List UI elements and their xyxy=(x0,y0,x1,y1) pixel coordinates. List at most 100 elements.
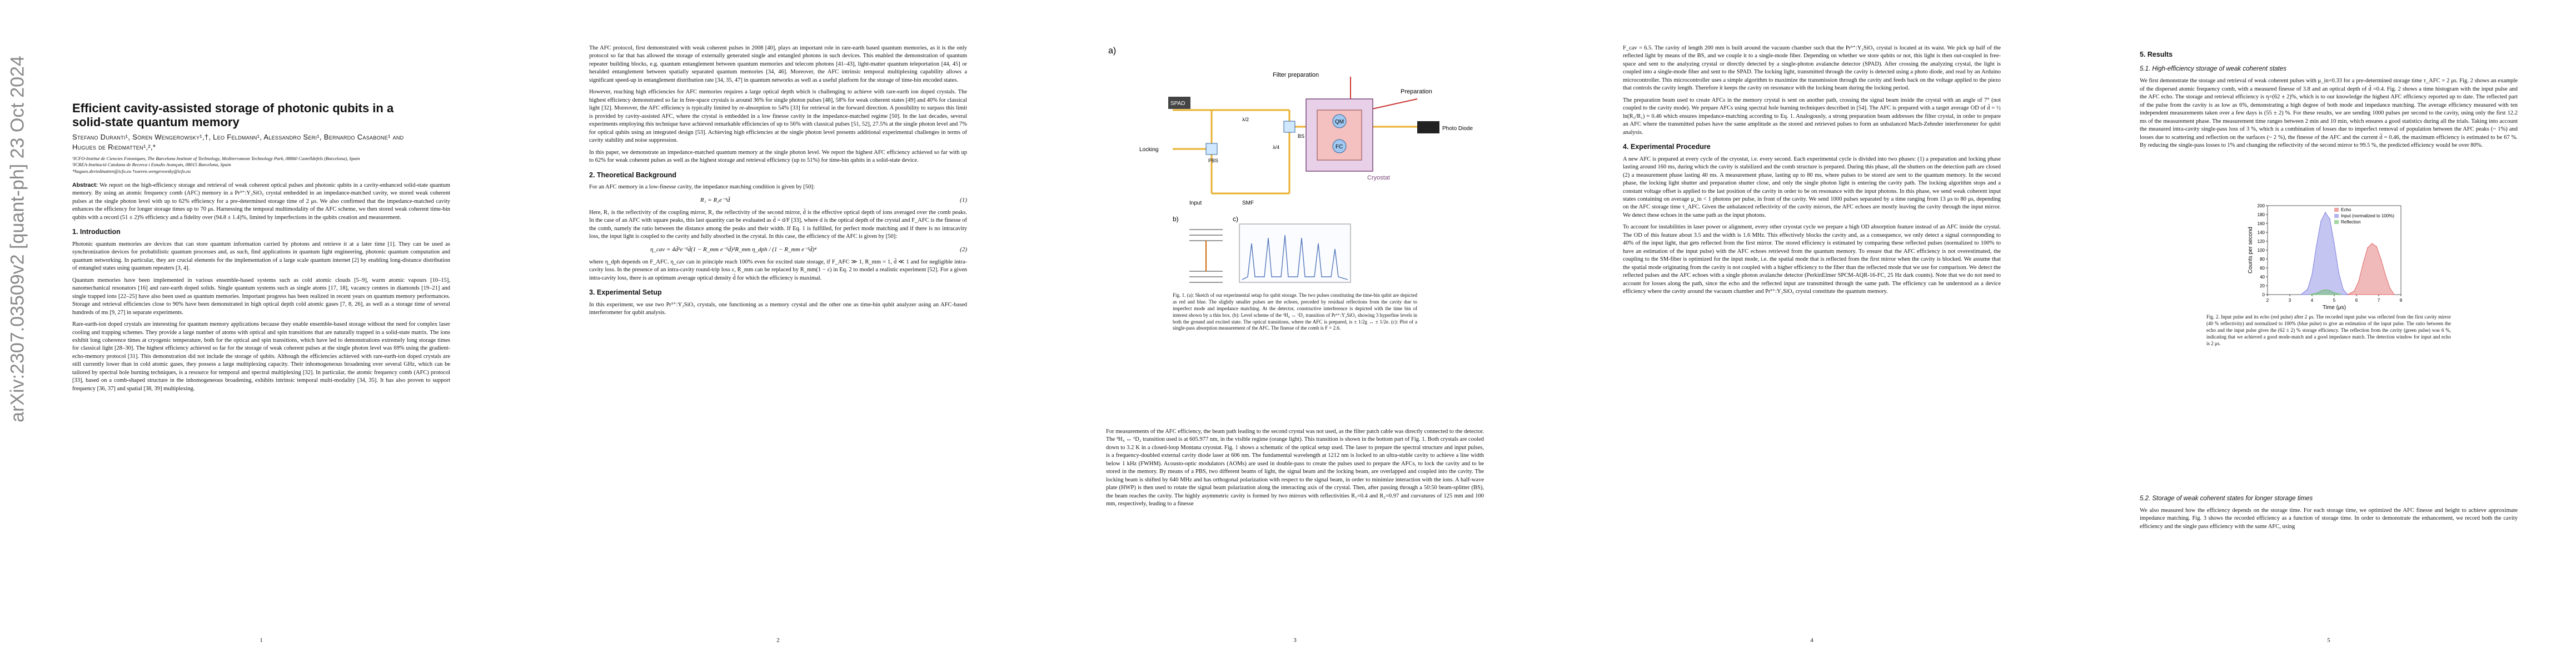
data-point xyxy=(2329,218,2330,220)
cryostat-label: Cryostat xyxy=(1367,175,1390,181)
subsection-5-1-heading: 5.1. High-efficiency storage of weak coh… xyxy=(2140,66,2287,73)
legend-swatch xyxy=(2334,208,2339,212)
y-tick-label: 100 xyxy=(2258,248,2265,253)
afc-trace xyxy=(1242,235,1348,280)
theory-paragraph-2: Here, R₁ is the reflectivity of the coup… xyxy=(589,209,967,240)
data-point xyxy=(2316,245,2317,246)
data-point xyxy=(2329,290,2330,291)
series-area-reflection xyxy=(2309,289,2341,295)
intro-paragraph-1: Photonic quantum memories are devices th… xyxy=(72,241,450,272)
equation-1-body: R₁ = R₂e⁻²d̃ xyxy=(700,196,730,203)
data-point xyxy=(2334,292,2335,293)
y-tick-label: 200 xyxy=(2258,203,2265,208)
pbs-box xyxy=(1205,143,1218,155)
lambda2-label: λ/2 xyxy=(1242,117,1249,122)
page-2: The AFC protocol, first demonstrated wit… xyxy=(550,0,1006,667)
intro-paragraph-3: Rare-earth-ion doped crystals are intere… xyxy=(72,321,450,392)
page-number: 4 xyxy=(1810,637,1813,644)
y-tick-label: 140 xyxy=(2258,230,2265,235)
photodiode-label: Photo Diode xyxy=(1442,126,1473,132)
equation-1-number: (1) xyxy=(960,196,967,203)
y-axis-label: Counts per second xyxy=(2248,227,2254,273)
data-point xyxy=(2371,243,2373,244)
section-3-heading: 3. Experimental Setup xyxy=(589,288,662,297)
p4-paragraph-2: The preparation beam used to create AFCs… xyxy=(1623,97,2001,136)
x-tick-label: 8 xyxy=(2400,298,2403,303)
afc-plot-frame xyxy=(1239,223,1351,283)
data-point xyxy=(2354,290,2355,292)
abstract: Abstract: We report on the high-efficien… xyxy=(72,181,450,397)
data-point xyxy=(2316,292,2317,294)
section-5-heading: 5. Results xyxy=(2140,51,2173,58)
x-tick-label: 4 xyxy=(2311,298,2314,303)
author-list: Stefano Duranti¹, Sören Wengerowsky¹,†, … xyxy=(72,133,404,151)
equation-1: R₁ = R₂e⁻²d̃ (1) xyxy=(589,196,967,205)
x-axis-label: Time (μs) xyxy=(2323,305,2346,311)
page-number: 2 xyxy=(776,637,780,644)
affiliation-emails: *hugues.deriedmatten@icfo.eu †soeren.wen… xyxy=(72,168,191,174)
data-point xyxy=(2367,247,2368,248)
equation-2-body: η_cav = 4d̃²e⁻²d̃(1 − R_mm e⁻²d̃)²R_mm η… xyxy=(650,246,817,253)
intro-paragraph-2: Quantum memories have been implemented i… xyxy=(72,277,450,316)
results-paragraph-1: We first demonstrate the storage and ret… xyxy=(2140,78,2518,148)
setup-paragraph-1: In this experiment, we use two Pr³⁺:Y₂Si… xyxy=(589,301,967,316)
fc-crystal xyxy=(1332,139,1347,153)
locking-label: Locking xyxy=(1139,147,1158,153)
section-2-heading: 2. Theoretical Background xyxy=(589,171,676,179)
subsection-5-2-heading: 5.2. Storage of weak coherent states for… xyxy=(2140,495,2313,502)
paper-title: Efficient cavity-assisted storage of pho… xyxy=(72,101,394,130)
theory-paragraph-3: where η_dph depends on F_AFC. η_cav can … xyxy=(589,258,967,281)
page-2-column: The AFC protocol, first demonstrated wit… xyxy=(589,44,967,321)
spad-box xyxy=(1168,97,1190,109)
x-tick-label: 6 xyxy=(2355,298,2358,303)
photodiode-box xyxy=(1417,121,1439,133)
figure-1-caption: Fig. 1. (a): Sketch of our experimental … xyxy=(1173,292,1417,331)
p4-paragraph-1: F_cav = 6.5. The cavity of length 200 mm… xyxy=(1623,45,2001,92)
legend-entry: Reflection xyxy=(2341,220,2361,225)
data-point xyxy=(2347,294,2348,295)
page-1: Efficient cavity-assisted storage of pho… xyxy=(33,0,489,667)
y-tick-label: 40 xyxy=(2260,275,2265,280)
data-point xyxy=(2385,274,2386,275)
procedure-paragraph-2: To account for instabilities in laser po… xyxy=(1623,224,2001,295)
data-point xyxy=(2376,246,2377,247)
page-4: F_cav = 6.5. The cavity of length 200 mm… xyxy=(1584,0,2040,667)
p2-paragraph-3: In this paper, we demonstrate an impedan… xyxy=(589,149,967,164)
abstract-text: We report on the high-efficiency storage… xyxy=(72,182,450,221)
y-tick-label: 180 xyxy=(2258,212,2265,217)
y-tick-label: 160 xyxy=(2258,221,2265,226)
equation-2: η_cav = 4d̃²e⁻²d̃(1 − R_mm e⁻²d̃)²R_mm η… xyxy=(589,246,967,254)
arxiv-stamp: arXiv:2307.03509v2 [quant-ph] 23 Oct 202… xyxy=(7,56,29,422)
preparation-label: Preparation xyxy=(1401,88,1432,95)
p2-paragraph-1: The AFC protocol, first demonstrated wit… xyxy=(589,45,967,83)
data-point xyxy=(2340,294,2341,295)
x-tick-label: 3 xyxy=(2289,298,2291,303)
affiliations: ¹ICFO-Institut de Ciencies Fotoniques, T… xyxy=(72,156,417,175)
p3-paragraph: For measurements of the AFC efficiency, … xyxy=(1106,429,1484,507)
section-4-heading: 4. Experimental Procedure xyxy=(1623,143,1711,151)
y-tick-label: 20 xyxy=(2260,283,2265,288)
y-tick-label: 80 xyxy=(2260,257,2265,262)
data-point xyxy=(2320,290,2321,292)
series-area-echo xyxy=(2347,243,2395,295)
data-point xyxy=(2325,212,2326,213)
qm-crystal xyxy=(1332,114,1347,128)
setup-diagram: a) QM FC Cryostat SPAD PBS BS λ/ xyxy=(1108,46,1473,283)
lambda4-label: λ/4 xyxy=(1273,145,1279,150)
page-3: a) QM FC Cryostat SPAD PBS BS λ/ xyxy=(1067,0,1523,667)
affiliation-2: ²ICREA-Institució Catalana de Recerca i … xyxy=(72,162,231,168)
figure-2-caption: Fig. 2. Input pulse and its echo (red pu… xyxy=(2206,314,2451,346)
page-5-column-top: 5. Results 5.1. High-efficiency storage … xyxy=(2140,44,2518,153)
arxiv-stamp-text: arXiv:2307.03509v2 [quant-ph] 23 Oct 202… xyxy=(7,56,28,422)
equation-2-number: (2) xyxy=(960,246,967,253)
data-point xyxy=(2389,287,2390,288)
page-3-column: For measurements of the AFC efficiency, … xyxy=(1106,428,1484,512)
data-point xyxy=(2334,243,2335,244)
qm-label: QM xyxy=(1335,119,1344,125)
y-tick-label: 0 xyxy=(2263,292,2265,297)
data-point xyxy=(2320,221,2321,222)
legend-swatch xyxy=(2334,220,2339,224)
